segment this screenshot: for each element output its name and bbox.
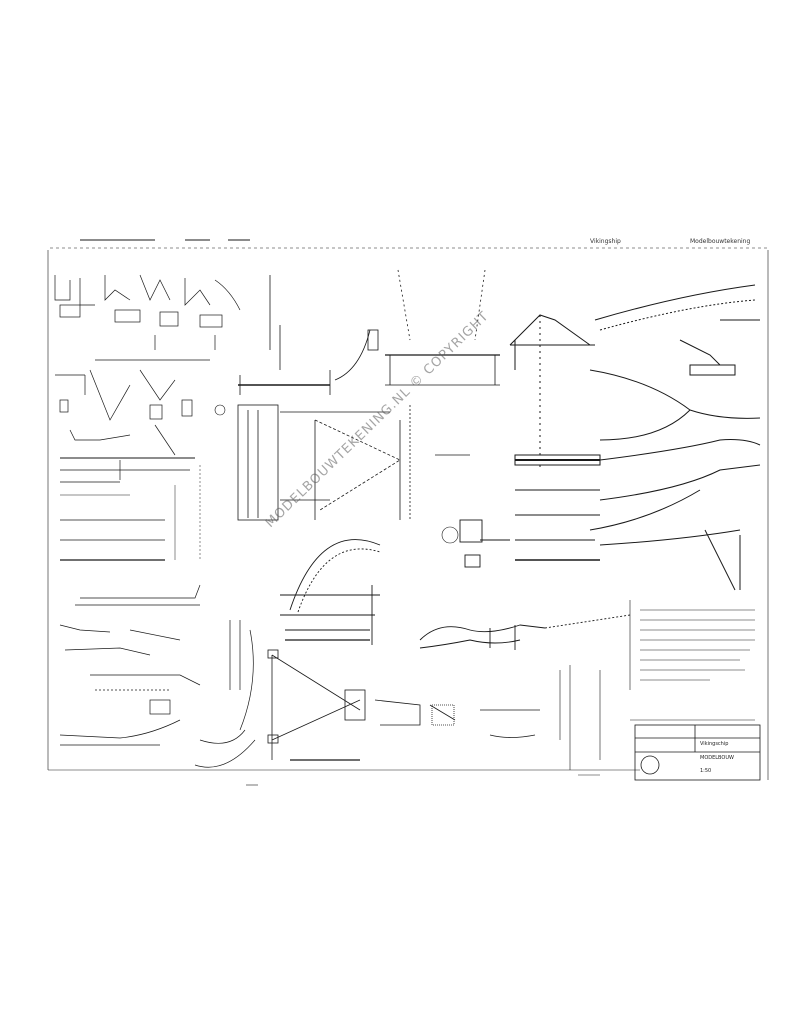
hull-lines-right bbox=[509, 284, 761, 591]
frame-details-topleft bbox=[54, 274, 241, 350]
title-block-subtitle: MODELBOUW bbox=[700, 755, 734, 761]
left-column-parts bbox=[55, 359, 256, 768]
crossframe-lower bbox=[267, 649, 540, 761]
oar-shape bbox=[419, 519, 631, 650]
center-frame-details bbox=[237, 269, 500, 521]
title-block-scale: 1:50 bbox=[700, 768, 712, 774]
title-block bbox=[634, 724, 761, 781]
misc-parts bbox=[214, 404, 600, 786]
header-text-1: Vikingship bbox=[590, 238, 621, 245]
header-text-2: Modelbouwtekening bbox=[690, 238, 751, 245]
stem-post-arc bbox=[280, 539, 381, 645]
title-block-name: Vikingschip bbox=[700, 741, 729, 747]
notes-text-lines bbox=[569, 600, 755, 770]
